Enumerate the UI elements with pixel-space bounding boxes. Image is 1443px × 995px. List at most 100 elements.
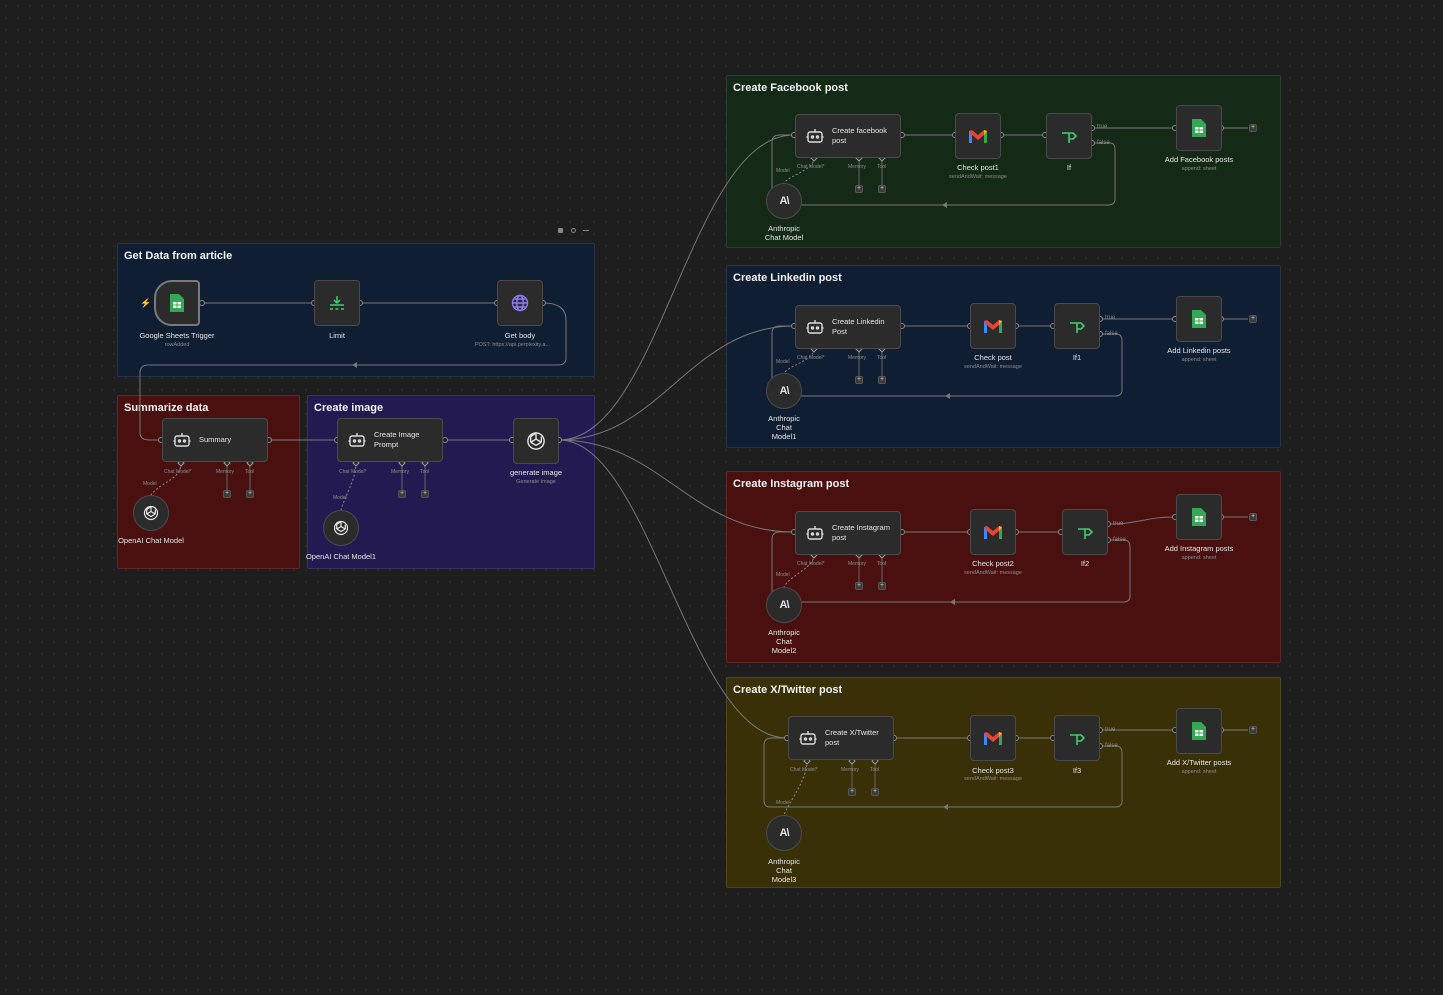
add-memory-button[interactable]: + (855, 376, 863, 384)
node-label: Create Linkedin Post (832, 317, 885, 336)
node-subtitle: Generate Image (516, 479, 556, 485)
sticky-summarize[interactable]: Summarize data (117, 395, 300, 569)
summary-agent-node[interactable]: Summary (162, 418, 268, 462)
node-label: Anthropic Chat Model (764, 224, 804, 242)
branch-true-label: true (1105, 315, 1116, 321)
add-memory-button[interactable]: + (855, 185, 863, 193)
port-label: Memory (216, 469, 235, 475)
node-label: Limit (329, 331, 345, 340)
trigger-bolt-icon: ⚡ (140, 298, 152, 308)
branch-true-label: true (1097, 124, 1108, 130)
google-sheets-trigger-node[interactable] (154, 280, 200, 326)
port-label: Memory (848, 164, 867, 170)
check-post3-node[interactable] (970, 715, 1016, 761)
add-tool-button[interactable]: + (878, 185, 886, 193)
robot-icon (806, 526, 824, 540)
if-node[interactable] (1046, 113, 1092, 159)
add-node-button[interactable]: + (1249, 513, 1257, 521)
node-label: Summary (199, 435, 232, 444)
add-memory-button[interactable]: + (223, 490, 231, 498)
gmail-icon (969, 129, 987, 143)
openai-icon (527, 432, 545, 450)
sticky-title: Create Facebook post (733, 82, 848, 94)
branch-true-label: true (1113, 521, 1124, 527)
add-memory-button[interactable]: + (855, 582, 863, 590)
node-label: generate image (509, 468, 563, 477)
if3-node[interactable] (1054, 715, 1100, 761)
node-label: If3 (1072, 766, 1082, 775)
create-x-twitter-post-node[interactable]: Create X/Twitter post (788, 716, 894, 760)
add-tool-button[interactable]: + (878, 376, 886, 384)
port-label: Model (776, 800, 790, 806)
port-label: Tool (870, 767, 880, 773)
sticky-linkedin[interactable]: Create Linkedin post (726, 265, 1281, 448)
add-instagram-posts-node[interactable] (1176, 494, 1222, 540)
node-subtitle: POST: https://api.perplexity.a... (474, 342, 551, 348)
openai-icon (143, 505, 159, 521)
add-node-button[interactable]: + (1249, 124, 1257, 132)
add-tool-button[interactable]: + (421, 490, 429, 498)
limit-icon (330, 296, 344, 310)
add-x-twitter-posts-node[interactable] (1176, 708, 1222, 754)
limit-node[interactable] (314, 280, 360, 326)
check-post-node[interactable] (970, 303, 1016, 349)
create-linkedin-post-node[interactable]: Create Linkedin Post (795, 305, 901, 349)
sheets-icon (1192, 119, 1206, 137)
wire (1107, 516, 1176, 525)
anthropic-icon: A\ (779, 385, 790, 397)
wire (558, 439, 788, 739)
node-label: Add Instagram posts (1164, 544, 1234, 553)
node-label: Google Sheets Trigger (139, 331, 215, 340)
anthropic-model2-node[interactable]: A\ (766, 587, 802, 623)
sticky-toolbar (558, 227, 592, 235)
if1-node[interactable] (1054, 303, 1100, 349)
create-facebook-post-node[interactable]: Create facebook post (795, 114, 901, 158)
openai-model1-node[interactable] (323, 510, 359, 546)
trash-icon[interactable] (558, 228, 563, 233)
node-label: Create facebook post (832, 126, 888, 145)
anthropic-model-node[interactable]: A\ (766, 183, 802, 219)
add-tool-button[interactable]: + (871, 788, 879, 796)
get-body-node[interactable] (497, 280, 543, 326)
add-linkedin-posts-node[interactable] (1176, 296, 1222, 342)
port-label: Tool (877, 355, 887, 361)
create-instagram-post-node[interactable]: Create Instagram post (795, 511, 901, 555)
anthropic-model1-node[interactable]: A\ (766, 373, 802, 409)
if-icon (1070, 322, 1086, 333)
generate-image-node[interactable] (513, 418, 559, 464)
node-label: Check post2 (972, 559, 1014, 568)
add-tool-button[interactable]: + (246, 490, 254, 498)
more-icon[interactable] (583, 230, 589, 231)
if-icon (1062, 132, 1078, 143)
port-label: Tool (420, 469, 430, 475)
port-label: Chat Model* (164, 469, 192, 475)
node-label: Check post (974, 353, 1012, 362)
node-subtitle: append: sheet (1181, 357, 1217, 363)
add-node-button[interactable]: + (1249, 315, 1257, 323)
if2-node[interactable] (1062, 509, 1108, 555)
add-memory-button[interactable]: + (398, 490, 406, 498)
node-subtitle: append: sheet (1181, 166, 1217, 172)
add-memory-button[interactable]: + (848, 788, 856, 796)
branch-true-label: true (1105, 727, 1116, 733)
openai-model-node[interactable] (133, 495, 169, 531)
branch-false-label: false (1105, 331, 1118, 337)
add-facebook-posts-node[interactable] (1176, 105, 1222, 151)
gmail-icon (984, 319, 1002, 333)
create-image-prompt-node[interactable]: Create Image Prompt (337, 418, 443, 462)
check-post1-node[interactable] (955, 113, 1001, 159)
if-icon (1078, 528, 1094, 539)
sticky-facebook[interactable]: Create Facebook post (726, 75, 1281, 248)
node-label: Create Image Prompt (374, 430, 420, 449)
check-post2-node[interactable] (970, 509, 1016, 555)
node-subtitle: sendAndWait: message (949, 174, 1007, 180)
add-tool-button[interactable]: + (878, 582, 886, 590)
add-node-button[interactable]: + (1249, 726, 1257, 734)
sheets-icon (1192, 310, 1206, 328)
sheets-icon (1192, 722, 1206, 740)
port-label: Model (776, 168, 790, 174)
globe-icon (511, 294, 529, 312)
palette-icon[interactable] (571, 228, 576, 233)
anthropic-model3-node[interactable]: A\ (766, 815, 802, 851)
